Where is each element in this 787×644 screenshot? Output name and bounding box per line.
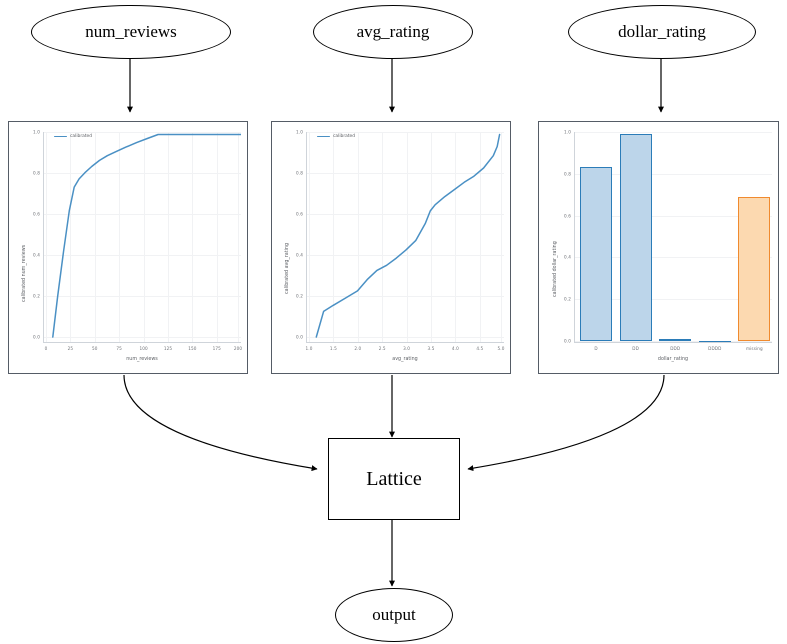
xtick-8: 5.0 xyxy=(497,346,505,351)
bar-dollar-missing xyxy=(738,196,771,342)
xlabel-num-reviews: num_reviews xyxy=(126,357,158,362)
axes-avg-rating xyxy=(306,132,504,343)
ytick-3: 0.6 xyxy=(33,211,40,217)
bar-dollar-1 xyxy=(580,167,612,342)
ytick-3: 0.6 xyxy=(564,213,571,219)
ylabel-avg-rating: calibrated avg_rating xyxy=(285,242,290,294)
axes-dollar-rating xyxy=(574,132,772,343)
legend-swatch-calibrated xyxy=(54,135,67,138)
edge-calibrator_dollar_rating-to-lattice xyxy=(467,374,665,472)
xtick-5: 125 xyxy=(163,346,173,351)
legend-label-calibrated: calibrated xyxy=(70,134,93,139)
xtick-3: 2.5 xyxy=(378,346,386,351)
xtick-2: 2.0 xyxy=(354,346,362,351)
node-num-reviews-label: num_reviews xyxy=(85,22,177,41)
ytick-1: 0.2 xyxy=(296,293,303,299)
calibrator-plot-avg-rating[interactable]: calibrated 1.0 1.5 2.0 2.5 3.0 3.5 4.0 4… xyxy=(271,121,511,374)
node-num-reviews[interactable]: num_reviews xyxy=(31,5,231,59)
ytick-0: 0.0 xyxy=(33,334,40,340)
xtick-1: 25 xyxy=(67,346,74,351)
xtick-6: 4.0 xyxy=(451,346,459,351)
bar-dollar-2 xyxy=(619,134,652,342)
xtick-0: 0 xyxy=(44,346,48,351)
ytick-0: 0.0 xyxy=(296,334,303,340)
xtick-8: 200 xyxy=(233,346,243,351)
xtick-2: 50 xyxy=(92,346,98,351)
ytick-2: 0.4 xyxy=(296,252,303,258)
ytick-2: 0.4 xyxy=(33,252,40,258)
legend-num-reviews: calibrated xyxy=(54,134,92,139)
node-lattice-label: Lattice xyxy=(366,467,422,490)
xtick-7: 175 xyxy=(212,346,221,351)
ytick-1: 0.2 xyxy=(33,293,40,299)
xtick-cat-2: DDD xyxy=(670,346,681,351)
ytick-1: 0.2 xyxy=(564,296,571,302)
node-output[interactable]: output xyxy=(335,588,453,642)
ytick-0: 0.0 xyxy=(564,338,571,344)
ytick-5: 1.0 xyxy=(296,129,303,135)
calibrator-plot-dollar-rating[interactable]: D DD DDD DDDD missing 0.0 0.2 0.4 0.6 0.… xyxy=(538,121,779,374)
ytick-3: 0.6 xyxy=(296,211,303,217)
node-lattice[interactable]: Lattice xyxy=(328,438,460,520)
series-line-calibrated-num-reviews xyxy=(52,133,241,338)
ytick-5: 1.0 xyxy=(33,129,40,135)
xtick-cat-1: DD xyxy=(632,346,639,351)
node-avg-rating[interactable]: avg_rating xyxy=(313,5,473,59)
ytick-5: 1.0 xyxy=(564,129,571,135)
node-dollar-rating[interactable]: dollar_rating xyxy=(568,5,756,59)
xlabel-dollar-rating: dollar_rating xyxy=(657,357,689,362)
node-avg-rating-label: avg_rating xyxy=(356,22,430,41)
xtick-cat-0: D xyxy=(594,346,598,351)
xtick-5: 3.5 xyxy=(427,346,435,351)
ytick-4: 0.8 xyxy=(564,171,571,177)
legend-label-calibrated: calibrated xyxy=(333,134,356,139)
ytick-4: 0.8 xyxy=(33,170,40,176)
xtick-4: 3.0 xyxy=(403,346,411,351)
xtick-4: 100 xyxy=(139,346,148,351)
ytick-2: 0.4 xyxy=(564,254,571,260)
axes-num-reviews xyxy=(43,132,241,343)
xtick-1: 1.5 xyxy=(329,346,337,351)
xtick-0: 1.0 xyxy=(305,346,313,351)
xtick-cat-4: missing xyxy=(745,346,763,351)
calibrator-plot-num-reviews[interactable]: calibrated 0 25 50 75 100 125 150 175 20… xyxy=(8,121,248,374)
bar-dollar-3 xyxy=(659,338,692,342)
ytick-4: 0.8 xyxy=(296,170,303,176)
edge-calibrator_num_reviews-to-lattice xyxy=(123,374,318,472)
node-dollar-rating-label: dollar_rating xyxy=(618,22,706,41)
xtick-cat-3: DDDD xyxy=(708,346,722,351)
ylabel-num-reviews: calibrated num_reviews xyxy=(22,244,27,302)
xtick-6: 150 xyxy=(188,346,197,351)
xtick-3: 75 xyxy=(116,346,122,351)
xlabel-avg-rating: avg_rating xyxy=(392,357,418,362)
ylabel-dollar-rating: calibrated dollar_rating xyxy=(553,241,558,297)
node-output-label: output xyxy=(372,605,416,624)
legend-swatch-calibrated xyxy=(317,135,330,138)
legend-avg-rating: calibrated xyxy=(317,134,355,139)
series-line-calibrated-avg-rating xyxy=(315,133,501,338)
xtick-7: 4.5 xyxy=(476,346,484,351)
